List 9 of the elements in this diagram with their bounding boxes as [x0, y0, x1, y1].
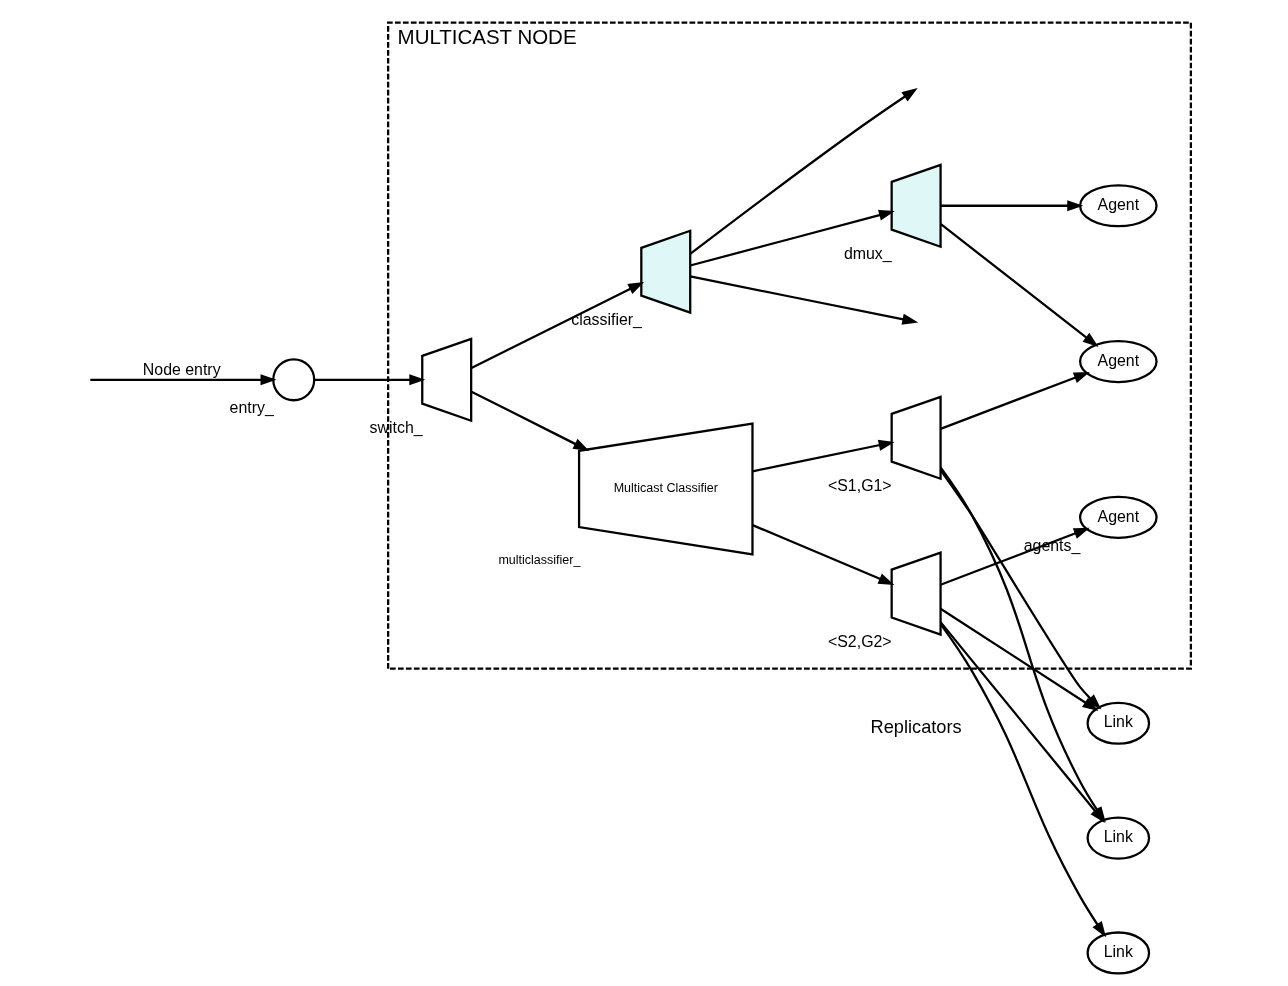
node-label: dmux_ — [843, 244, 892, 262]
label: Replicators — [870, 716, 962, 737]
edge-label: Node entry — [142, 360, 221, 378]
node-label: switch_ — [369, 418, 423, 436]
node-label: classifier_ — [570, 310, 642, 328]
node-label: <S2,G2> — [827, 632, 892, 650]
node-label: entry_ — [229, 398, 274, 416]
node-label: <S1,G1> — [827, 476, 892, 494]
node-label: multiclassifier_ — [497, 552, 580, 567]
